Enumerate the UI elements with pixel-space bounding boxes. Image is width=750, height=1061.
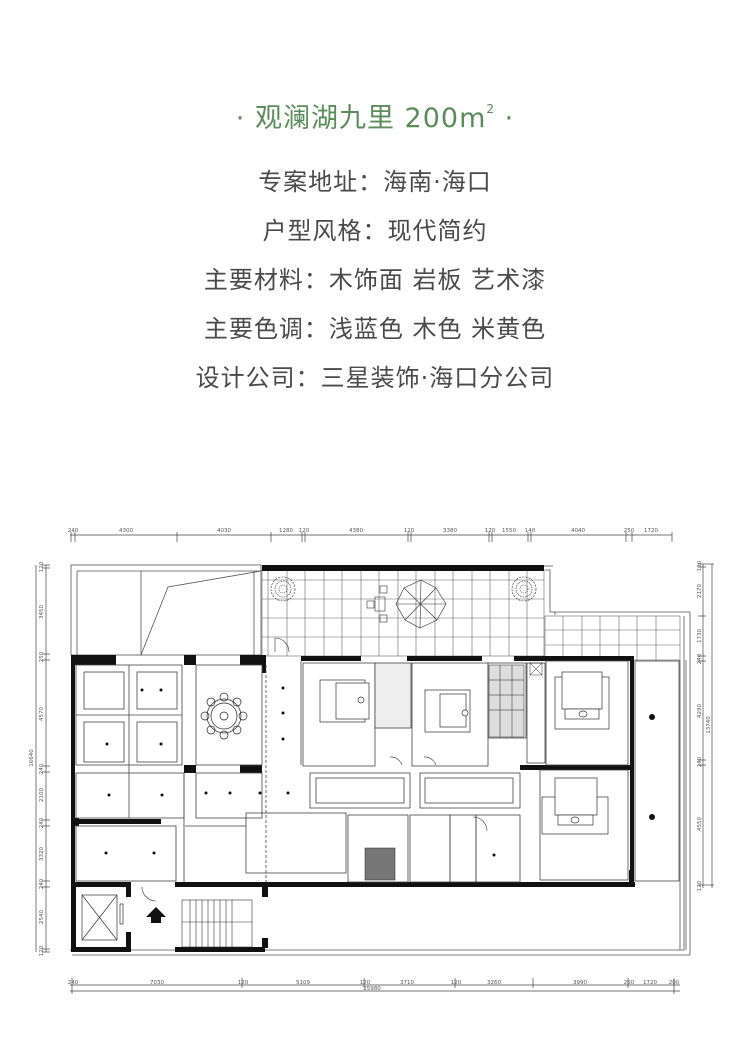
exterior-walls bbox=[71, 655, 635, 952]
bed-icon bbox=[541, 777, 609, 835]
info-colors: 主要色调：浅蓝色 木色 米黄色 bbox=[0, 305, 750, 354]
svg-text:240: 240 bbox=[68, 980, 79, 986]
svg-text:120: 120 bbox=[299, 528, 310, 534]
svg-text:3450: 3450 bbox=[39, 605, 45, 619]
svg-text:240: 240 bbox=[39, 763, 45, 774]
svg-text:3320: 3320 bbox=[39, 847, 45, 861]
floor-plan: 240 4300 4030 1280 120 4380 120 3380 120… bbox=[0, 490, 750, 1010]
info-label: 主要色调： bbox=[203, 315, 329, 343]
bed-icon bbox=[554, 671, 610, 730]
svg-text:1550: 1550 bbox=[502, 528, 516, 534]
info-materials: 主要材料：木饰面 岩板 艺术漆 bbox=[0, 256, 750, 305]
svg-text:1720: 1720 bbox=[643, 980, 657, 986]
left-dimension-labels: 120 3450 250 4570 240 2100 240 3320 240 … bbox=[29, 561, 45, 956]
bottom-dimension-line bbox=[70, 978, 680, 994]
info-value: 海南·海口 bbox=[383, 168, 492, 196]
svg-text:120: 120 bbox=[404, 528, 415, 534]
top-dimension-labels: 240 4300 4030 1280 120 4380 120 3380 120… bbox=[68, 528, 659, 534]
svg-text:4290: 4290 bbox=[697, 704, 703, 718]
title-name: 观澜湖九里 200 bbox=[254, 103, 460, 134]
svg-text:4300: 4300 bbox=[119, 528, 133, 534]
left-dimension-line bbox=[35, 564, 50, 953]
svg-text:120: 120 bbox=[451, 980, 462, 986]
svg-text:2170: 2170 bbox=[697, 584, 703, 598]
patio-umbrella-icon bbox=[366, 579, 447, 629]
svg-text:3260: 3260 bbox=[487, 980, 501, 986]
info-label: 设计公司： bbox=[195, 364, 321, 392]
title-dot-right: · bbox=[504, 103, 515, 134]
info-label: 专案地址： bbox=[258, 168, 384, 196]
svg-text:3380: 3380 bbox=[443, 528, 457, 534]
title-dot-left: · bbox=[235, 103, 246, 134]
dining-table-icon bbox=[200, 692, 248, 740]
svg-text:2100: 2100 bbox=[39, 788, 45, 802]
info-value: 浅蓝色 木色 米黄色 bbox=[328, 315, 547, 343]
bathroom-fixtures bbox=[364, 662, 543, 881]
svg-text:3710: 3710 bbox=[400, 980, 414, 986]
svg-text:120: 120 bbox=[39, 561, 45, 572]
bottom-dimension-labels: 240 7030 120 5109 120 3710 120 3260 3990… bbox=[68, 980, 680, 992]
top-dimension-line bbox=[70, 532, 673, 542]
interior-walls bbox=[75, 660, 680, 883]
terrace-top-wall bbox=[262, 565, 544, 571]
svg-text:250: 250 bbox=[624, 528, 635, 534]
svg-text:200: 200 bbox=[669, 980, 680, 986]
plant-icon bbox=[270, 576, 296, 602]
svg-text:120: 120 bbox=[697, 880, 703, 891]
bed-icon bbox=[319, 679, 370, 723]
svg-text:140: 140 bbox=[525, 528, 536, 534]
svg-text:240: 240 bbox=[68, 528, 79, 534]
svg-text:3990: 3990 bbox=[573, 980, 587, 986]
svg-text:250: 250 bbox=[624, 980, 635, 986]
svg-text:1280: 1280 bbox=[279, 528, 293, 534]
project-info: 专案地址：海南·海口 户型风格：现代简约 主要材料：木饰面 岩板 艺术漆 主要色… bbox=[0, 158, 750, 403]
svg-text:2540: 2540 bbox=[39, 910, 45, 924]
terrace-tile-grid bbox=[261, 569, 681, 661]
svg-text:240: 240 bbox=[39, 817, 45, 828]
svg-text:120: 120 bbox=[697, 560, 703, 571]
title-unit: m2 bbox=[459, 102, 496, 134]
plant-icon bbox=[511, 576, 537, 602]
info-label: 户型风格： bbox=[262, 217, 388, 245]
svg-text:120: 120 bbox=[39, 945, 45, 956]
svg-text:13740: 13740 bbox=[706, 716, 712, 734]
svg-text:120: 120 bbox=[238, 980, 249, 986]
info-style: 户型风格：现代简约 bbox=[0, 207, 750, 256]
svg-text:5109: 5109 bbox=[296, 980, 310, 986]
staircase-icon bbox=[181, 899, 253, 948]
floor-plan-drawing: 240 4300 4030 1280 120 4380 120 3380 120… bbox=[29, 528, 714, 994]
door-swings bbox=[141, 637, 488, 902]
svg-text:4380: 4380 bbox=[349, 528, 363, 534]
svg-text:4040: 4040 bbox=[571, 528, 585, 534]
info-company: 设计公司：三星装饰·海口分公司 bbox=[0, 354, 750, 403]
info-value: 现代简约 bbox=[387, 217, 488, 245]
svg-text:4550: 4550 bbox=[697, 817, 703, 831]
svg-text:240: 240 bbox=[697, 653, 703, 664]
svg-text:25980: 25980 bbox=[363, 986, 381, 992]
svg-text:240: 240 bbox=[697, 756, 703, 767]
info-value: 木饰面 岩板 艺术漆 bbox=[328, 266, 547, 294]
info-value: 三星装饰·海口分公司 bbox=[320, 364, 555, 392]
svg-text:120: 120 bbox=[485, 528, 496, 534]
elevator-icon bbox=[81, 894, 124, 941]
svg-text:16640: 16640 bbox=[29, 749, 35, 767]
right-dimension-line bbox=[698, 563, 714, 888]
svg-text:120: 120 bbox=[360, 980, 371, 986]
svg-text:1730: 1730 bbox=[697, 629, 703, 643]
svg-text:240: 240 bbox=[39, 878, 45, 889]
svg-text:4030: 4030 bbox=[217, 528, 231, 534]
svg-text:7030: 7030 bbox=[150, 980, 164, 986]
entry-arrow-icon bbox=[146, 907, 166, 923]
outer-boundary bbox=[70, 564, 691, 956]
svg-text:1720: 1720 bbox=[644, 528, 658, 534]
ceiling-lights bbox=[104, 686, 655, 857]
right-dimension-labels: 120 2170 1730 240 4290 240 4550 120 1374… bbox=[697, 560, 712, 891]
info-label: 主要材料： bbox=[203, 266, 329, 294]
bed-icon bbox=[424, 689, 471, 733]
svg-text:250: 250 bbox=[39, 651, 45, 662]
project-title: · 观澜湖九里 200m2 · bbox=[0, 96, 750, 135]
svg-text:4570: 4570 bbox=[39, 707, 45, 721]
info-address: 专案地址：海南·海口 bbox=[0, 158, 750, 207]
